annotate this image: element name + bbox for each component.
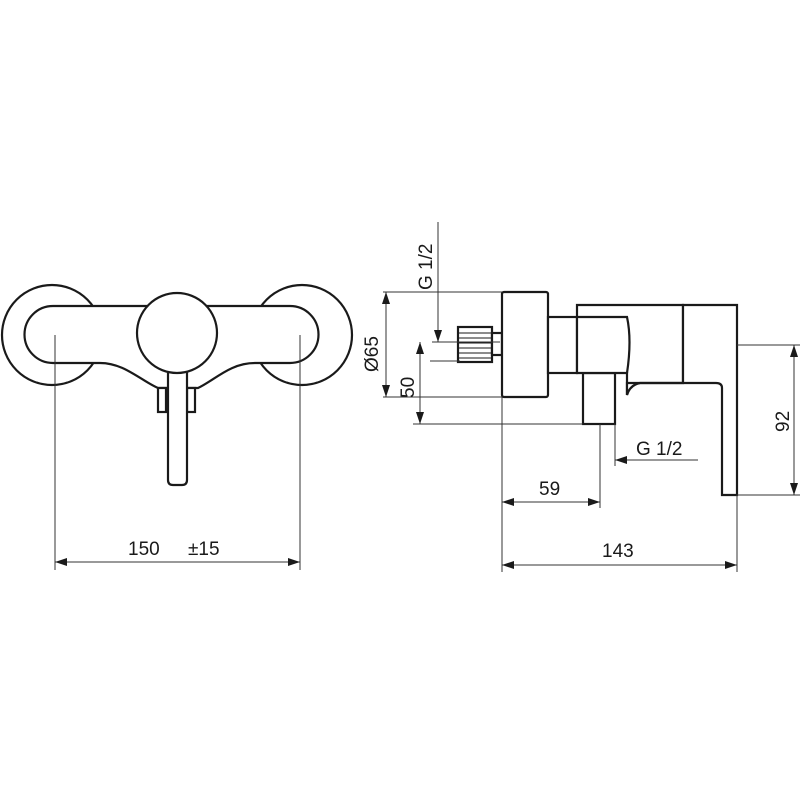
side-view: Ø65 G 1/2 50 G 1/2 59 143 92 bbox=[362, 222, 800, 572]
control-knob bbox=[135, 291, 219, 375]
total-depth-label: 143 bbox=[602, 541, 634, 562]
right-nub bbox=[185, 386, 197, 414]
outlet-connector bbox=[581, 371, 617, 426]
lever-handle bbox=[166, 358, 189, 487]
knurled-inlet-nut bbox=[456, 325, 494, 364]
outlet-offset-label: 59 bbox=[539, 479, 560, 500]
inlet-offset-label: 50 bbox=[398, 377, 419, 398]
wall-flange-side bbox=[500, 290, 550, 399]
diameter-label: Ø65 bbox=[362, 336, 383, 372]
front-view: 150 ±15 bbox=[0, 283, 354, 570]
lever-side bbox=[625, 303, 739, 497]
knurl-lines bbox=[458, 332, 492, 359]
width-tolerance-label: ±15 bbox=[188, 539, 220, 560]
neck bbox=[546, 315, 579, 375]
outlet-thread-label: G 1/2 bbox=[636, 439, 682, 460]
lever-height-label: 92 bbox=[773, 411, 794, 432]
width-dimension-label: 150 bbox=[128, 539, 160, 560]
left-nub bbox=[156, 386, 168, 414]
body-cap bbox=[577, 315, 631, 374]
inlet-stub bbox=[490, 331, 504, 357]
inlet-thread-label: G 1/2 bbox=[416, 244, 437, 290]
